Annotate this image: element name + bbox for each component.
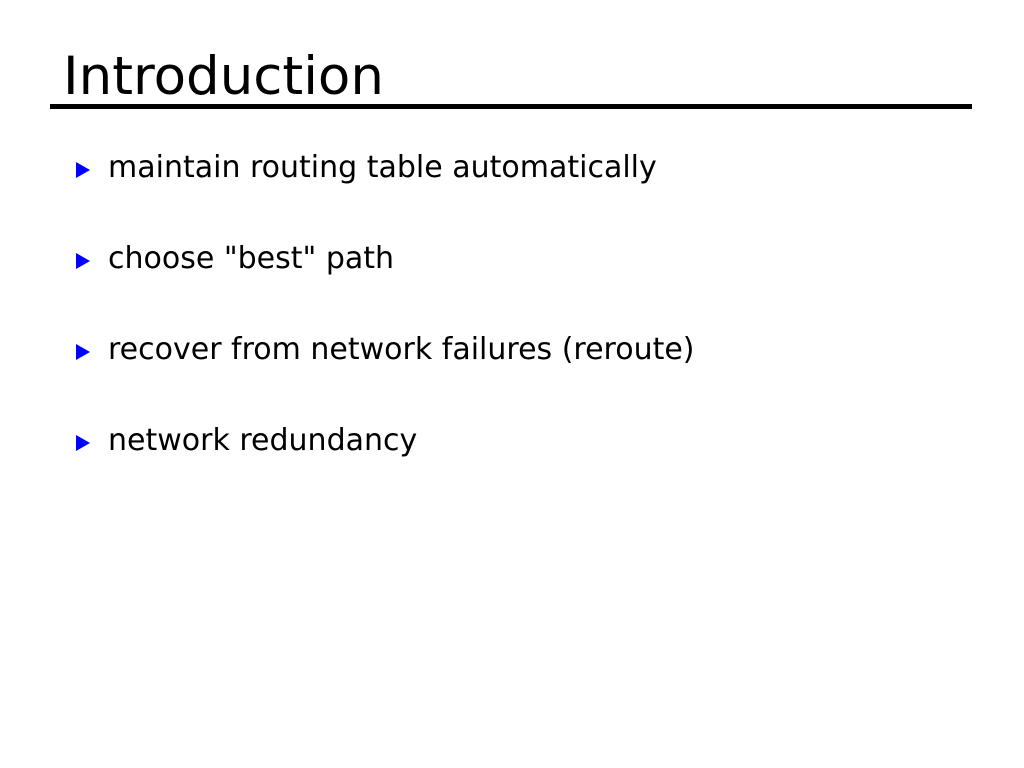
triangle-right-icon bbox=[76, 162, 90, 178]
title-underline-rule bbox=[50, 104, 972, 109]
list-item-label: recover from network failures (reroute) bbox=[108, 332, 695, 367]
list-item: maintain routing table automatically bbox=[76, 148, 976, 239]
list-item-label: network redundancy bbox=[108, 423, 418, 458]
list-item: network redundancy bbox=[76, 421, 976, 512]
triangle-right-icon bbox=[76, 344, 90, 360]
page-title: Introduction bbox=[63, 46, 384, 107]
title-block: Introduction bbox=[50, 46, 972, 109]
list-item: recover from network failures (reroute) bbox=[76, 330, 976, 421]
bullet-list: maintain routing table automatically cho… bbox=[76, 148, 976, 512]
triangle-right-icon bbox=[76, 435, 90, 451]
list-item-label: choose "best" path bbox=[108, 241, 395, 276]
list-item: choose "best" path bbox=[76, 239, 976, 330]
triangle-right-icon bbox=[76, 253, 90, 269]
list-item-label: maintain routing table automatically bbox=[108, 150, 657, 185]
